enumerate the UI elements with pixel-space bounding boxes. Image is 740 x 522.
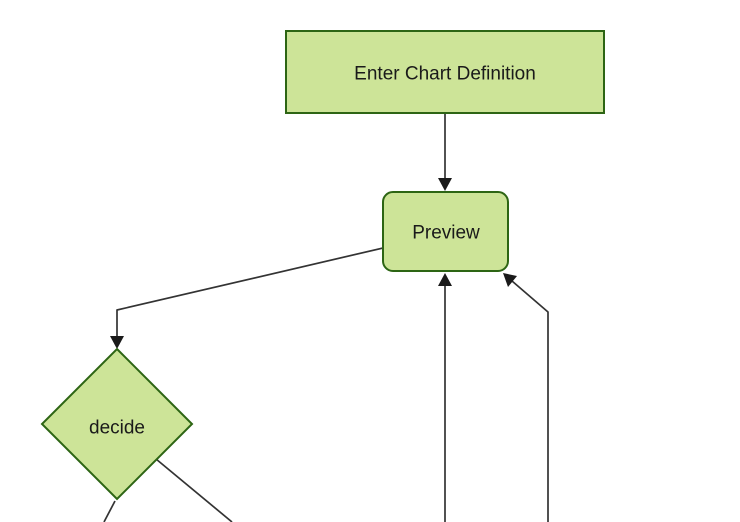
edge-decide-to-offscreen-right [155, 458, 233, 522]
arrowhead-enter-to-preview-icon [438, 178, 452, 191]
edge-preview-to-decide [116, 247, 384, 342]
node-preview-shape [382, 191, 509, 272]
node-preview: Preview [382, 191, 509, 272]
node-enter-chart-definition-shape [285, 30, 605, 114]
node-decide-shape [40, 347, 194, 501]
edge-layer [103, 114, 549, 522]
edge-decide-to-offscreen-left [103, 500, 116, 522]
node-decide-label: decide [89, 418, 145, 439]
arrowhead-bottom-to-preview-icon [438, 273, 452, 286]
edge-bottomright-to-preview [511, 280, 549, 522]
node-enter-chart-definition: Enter Chart Definition [285, 30, 605, 114]
node-enter-chart-definition-label: Enter Chart Definition [354, 64, 536, 85]
node-decide: decide [40, 347, 194, 501]
arrowhead-preview-to-decide-icon [110, 336, 124, 349]
arrowhead-bottomright-to-preview-icon [503, 273, 517, 287]
node-preview-label: Preview [412, 223, 480, 244]
